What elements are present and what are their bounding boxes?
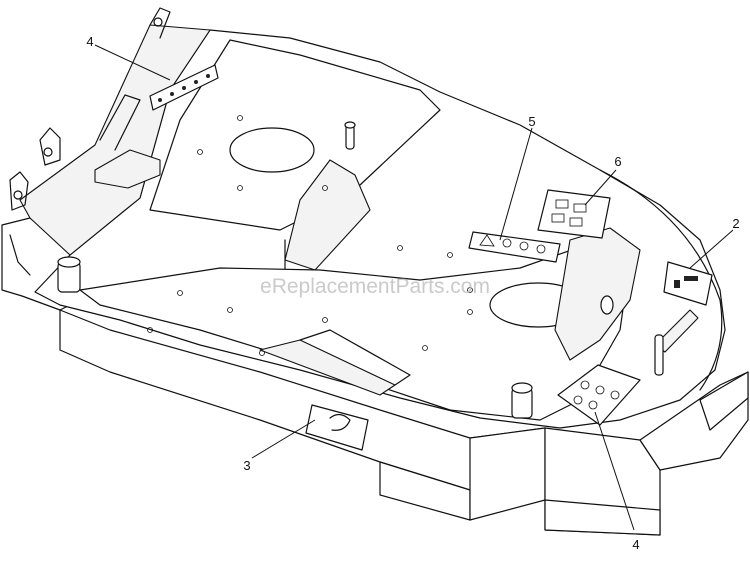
callout-5: 5	[528, 114, 535, 129]
deck-skirt	[1, 217, 749, 536]
callout-4-upper: 4	[86, 34, 93, 49]
callout-leaders	[94, 44, 734, 531]
callout-4-lower: 4	[632, 537, 639, 552]
leader-3	[251, 419, 316, 459]
leader-4-lower	[594, 411, 635, 531]
decal-warning-center	[468, 231, 561, 263]
bolt-holes	[147, 115, 473, 356]
callout-2: 2	[732, 216, 739, 231]
front-left-post	[9, 234, 533, 419]
decal-height-of-cut	[537, 189, 611, 239]
leader-5	[499, 127, 533, 241]
decal-logo-plate	[663, 261, 713, 306]
rear-panel	[9, 7, 211, 256]
front-plate	[79, 239, 631, 421]
callout-3: 3	[243, 458, 250, 473]
right-bracket	[554, 227, 699, 376]
callout-6: 6	[614, 154, 621, 169]
leader-2	[689, 229, 734, 269]
callout-labels: 4 5 6 2 3 4	[86, 34, 739, 552]
decal-warning-front	[557, 364, 641, 426]
leader-6	[584, 169, 617, 206]
decal-warning-rear	[149, 64, 219, 111]
center-platform	[149, 39, 441, 271]
watermark-text: eReplacementParts.com	[260, 275, 490, 298]
leader-4-upper	[94, 44, 171, 81]
